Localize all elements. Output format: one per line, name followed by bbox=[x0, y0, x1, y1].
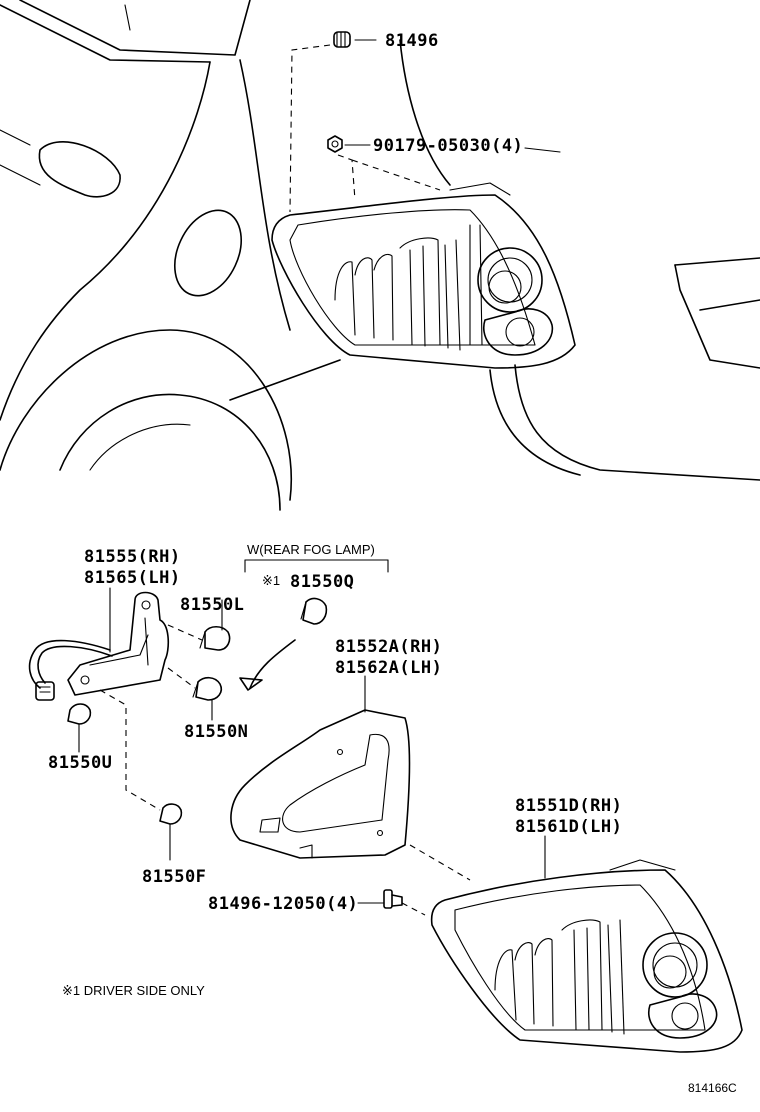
label-81550Q: 81550Q bbox=[290, 572, 354, 592]
socket-and-wire-81555-81565 bbox=[28, 591, 170, 701]
fog-lamp-bracket bbox=[244, 559, 389, 573]
upper-leader-lines bbox=[289, 39, 561, 213]
clip-81496-icon bbox=[333, 31, 351, 48]
dash-81550F bbox=[99, 689, 161, 811]
label-81562A-lh: 81562A(LH) bbox=[335, 658, 442, 678]
label-81550U: 81550U bbox=[48, 753, 112, 773]
bulb-81550U-icon bbox=[67, 703, 92, 725]
bulb-81550F-icon bbox=[159, 803, 183, 825]
nut-90179-icon bbox=[327, 135, 343, 153]
dash-gasket bbox=[409, 844, 471, 881]
label-note-mark: ※1 bbox=[262, 573, 280, 588]
label-81550L: 81550L bbox=[180, 595, 244, 615]
label-81552A-rh: 81552A(RH) bbox=[335, 637, 442, 657]
label-rear-fog-lamp: W(REAR FOG LAMP) bbox=[247, 542, 375, 557]
dash-81550L bbox=[167, 624, 203, 641]
bulb-81550N-icon bbox=[192, 676, 223, 701]
bulb-81550L-icon bbox=[199, 625, 231, 651]
dash-81550N bbox=[167, 667, 196, 689]
upper-tail-lamp-assembly bbox=[271, 182, 576, 369]
label-81496-12050: 81496-12050(4) bbox=[208, 894, 358, 914]
label-81561D-lh: 81561D(LH) bbox=[515, 817, 622, 837]
label-81550F: 81550F bbox=[142, 867, 206, 887]
gasket-81552A-81562A bbox=[230, 709, 411, 859]
label-90179-05030: 90179-05030(4) bbox=[373, 136, 523, 156]
label-81496: 81496 bbox=[385, 31, 439, 51]
label-81551D-rh: 81551D(RH) bbox=[515, 796, 622, 816]
bulb-81550Q-icon bbox=[300, 597, 328, 625]
figure-id: 814166C bbox=[688, 1081, 737, 1095]
label-81550N: 81550N bbox=[184, 722, 248, 742]
label-81565-lh: 81565(LH) bbox=[84, 568, 181, 588]
screw-81496-12050-icon bbox=[383, 889, 403, 909]
label-81555-rh: 81555(RH) bbox=[84, 547, 181, 567]
dash-screw bbox=[401, 902, 426, 916]
lower-tail-lamp-assembly bbox=[430, 859, 743, 1053]
vehicle-body-illustration bbox=[0, 0, 760, 511]
footnote-driver-side-only: ※1 DRIVER SIDE ONLY bbox=[62, 983, 205, 998]
fog-direction-arrow-icon bbox=[249, 639, 296, 689]
